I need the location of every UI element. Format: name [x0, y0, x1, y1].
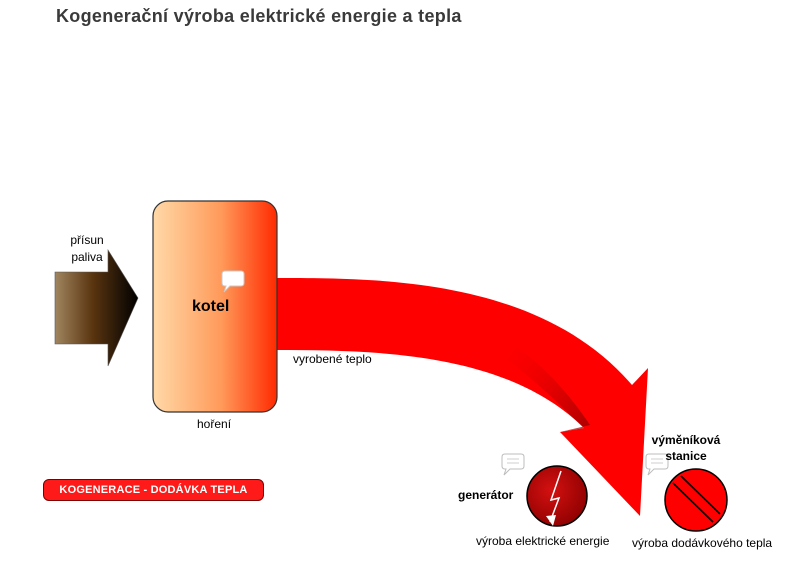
page-title: Kogenerační výroba elektrické energie a …	[56, 6, 462, 26]
generator-label: generátor	[458, 488, 514, 502]
speech-bubble-icon[interactable]	[645, 453, 669, 476]
heat-supply-output-label: výroba dodávkového tepla	[632, 536, 773, 550]
cogeneration-mode-button[interactable]: KOGENERACE - DODÁVKA TEPLA	[43, 479, 264, 501]
boiler-label: kotel	[192, 298, 230, 315]
boiler	[152, 200, 278, 413]
exchanger-station-label: výměníková stanice	[651, 433, 721, 463]
heat-exchanger	[664, 468, 728, 532]
burning-label: hoření	[197, 417, 232, 431]
speech-bubble-icon[interactable]	[501, 453, 525, 476]
electricity-output-label: výroba elektrické energie	[476, 534, 610, 548]
fuel-arrow	[54, 248, 139, 367]
heat-flow-arrow	[276, 278, 648, 516]
speech-bubble-icon[interactable]	[221, 270, 245, 293]
generator	[526, 465, 588, 527]
heat-produced-label: vyrobené teplo	[293, 352, 372, 366]
lightning-icon	[546, 470, 562, 526]
fuel-supply-label: přísun paliva	[70, 233, 104, 264]
